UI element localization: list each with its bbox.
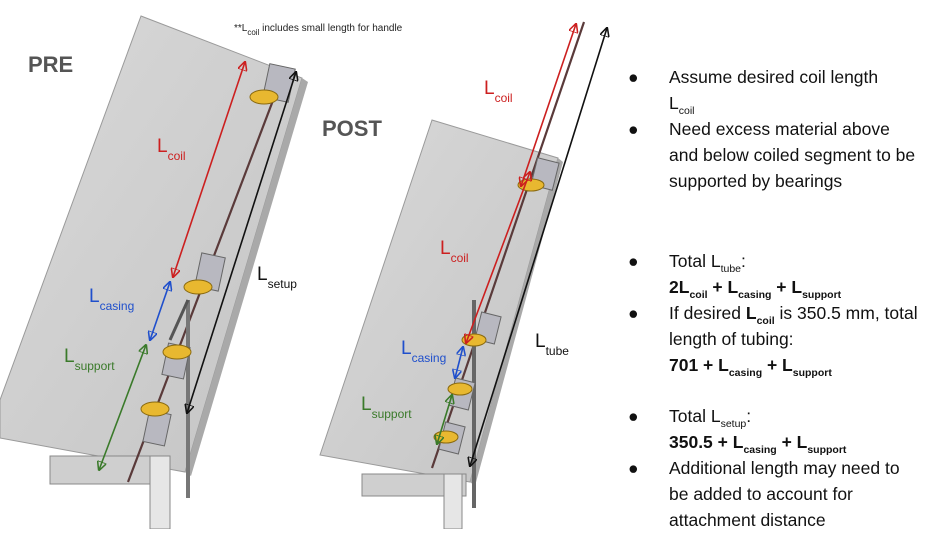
pre-heading: PRE <box>28 52 73 77</box>
bullet-5-sub: setup <box>720 418 747 430</box>
post-coil-label-upper: Lcoil <box>484 78 513 105</box>
bullet-4-mid: is 350.5 mm, total length of tubing: <box>669 303 918 349</box>
pre-setup-arrow <box>187 72 296 413</box>
pre-support-label: Lsupport <box>64 346 115 373</box>
post-tube-label: Ltube <box>535 331 569 358</box>
bullet-dot: ● <box>628 406 639 426</box>
bullet-3-prefix: Total L <box>669 251 721 271</box>
bullet-dot: ● <box>628 251 639 271</box>
pre-setup <box>0 15 308 529</box>
bullet-3-formula: 2Lcoil + Lcasing + Lsupport <box>669 277 842 301</box>
post-coil-label-lower: Lcoil <box>440 238 469 265</box>
bullet-5-prefix: Total L <box>669 406 721 426</box>
bullet-4-Lsub: coil <box>756 315 775 327</box>
bullet-3-suffix: : <box>741 251 746 271</box>
bullet-dot: ● <box>628 303 639 323</box>
post-base-block <box>361 473 467 497</box>
bullet-2-text: Need excess material above and below coi… <box>669 119 916 191</box>
bullet-dot: ● <box>628 67 639 87</box>
post-support-arrow <box>437 395 452 444</box>
post-setup <box>319 22 607 529</box>
pre-setup-label: Lsetup <box>257 264 297 291</box>
post-heading: POST <box>322 116 382 141</box>
footnote: **Lcoil includes small length for handle <box>234 23 403 37</box>
bullet-1-L: L <box>669 93 679 113</box>
bullet-1-sub: coil <box>678 105 695 117</box>
post-casing-arrow <box>455 347 463 378</box>
pre-base-post <box>149 455 171 529</box>
bullet-dot: ● <box>628 458 639 478</box>
pre-casing-arrow <box>150 282 170 340</box>
bullet-4-formula: 701 + Lcasing + Lsupport <box>669 355 832 379</box>
pre-coil-label: Lcoil <box>157 136 186 163</box>
bullet-6-text: Additional length may need to be added t… <box>669 458 900 530</box>
post-base-post <box>443 473 463 529</box>
bullet-4-L: L <box>745 303 757 323</box>
post-casing-label: Lcasing <box>401 338 446 365</box>
post-tube-arrow <box>470 28 607 466</box>
bullet-3-sub: tube <box>720 263 741 275</box>
pre-support-arrow <box>99 345 146 470</box>
post-support-label: Lsupport <box>361 394 412 421</box>
pre-casing-label: Lcasing <box>89 286 134 313</box>
bullet-5-formula: 350.5 + Lcasing + Lsupport <box>669 432 847 456</box>
bullet-1-text: Assume desired coil length <box>669 67 879 87</box>
bullet-4-prefix: If desired <box>669 303 746 323</box>
bullet-dot: ● <box>628 119 639 139</box>
bullet-5-suffix: : <box>746 406 752 426</box>
